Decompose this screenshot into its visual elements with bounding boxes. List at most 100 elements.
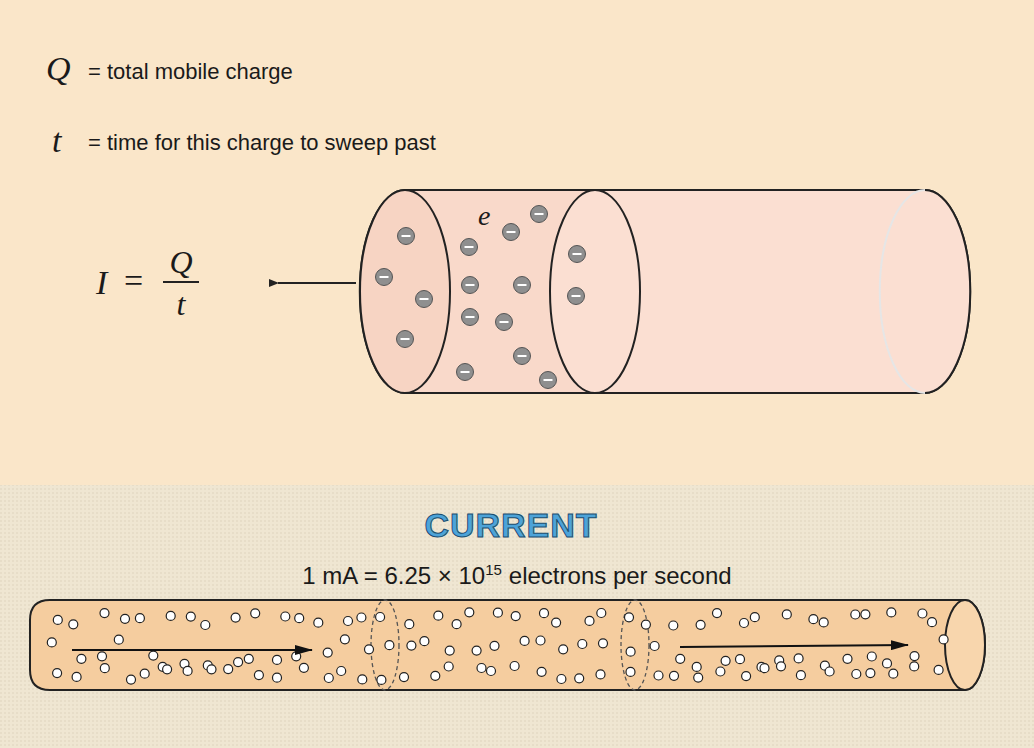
charge-carrier [796,671,805,680]
charge-carrier [273,673,282,682]
charge-carrier [358,675,367,684]
charge-carrier [434,611,443,620]
charge-carrier [465,608,474,617]
charge-carrier [452,620,461,629]
charge-carrier [207,665,216,674]
charge-carrier [852,670,861,679]
charge-carrier [883,659,892,668]
charge-carrier [676,654,685,663]
charge-carrier [641,620,650,629]
charge-carrier [740,619,749,628]
definition: = time for this charge to sweep past [88,132,436,154]
minus-sign [572,295,581,297]
charge-carrier [809,615,818,624]
charge-carrier [224,665,233,674]
charge-carrier [407,641,416,650]
minus-sign [380,276,389,278]
charge-carrier [72,672,81,681]
electron [540,372,557,389]
charge-carrier [696,620,705,629]
charge-carrier [843,654,852,663]
minus-sign [500,321,509,323]
charge-carrier [736,655,745,664]
charge-carrier [597,609,606,618]
charge-carrier [596,670,605,679]
conductor-cylinder [360,190,970,393]
charge-carrier [626,667,635,676]
charge-carrier [559,645,568,654]
charge-carrier [742,672,751,681]
charge-carrier [163,665,172,674]
charge-carrier [536,636,545,645]
charge-carrier [928,618,937,627]
charge-carrier [323,648,332,657]
equivalence-text: 1 mA = 6.25 × 10 [302,562,485,589]
charge-carrier [625,613,634,622]
charge-carrier [254,671,263,680]
charge-carrier [540,609,549,618]
electron-group [376,206,586,389]
electron [461,239,478,256]
charge-carrier [121,614,130,623]
symbol-q: Q [46,52,71,86]
minus-sign [402,235,411,237]
carrier-group [47,608,948,685]
minus-sign [461,371,470,373]
heading: CURRENT [424,508,597,542]
equivalence-line: 1 mA = 6.25 × 1015electrons per second [0,562,1034,589]
charge-carrier [314,618,323,627]
charge-carrier [750,613,759,622]
charge-carrier [654,671,663,680]
charge-carrier [669,621,678,630]
fraction-numerator: Q [169,246,192,278]
charge-carrier [377,675,386,684]
exponent: 15 [485,561,502,578]
background-band [0,485,1034,748]
charge-carrier [552,618,561,627]
charge-carrier [140,669,149,678]
charge-carrier [127,675,136,684]
electron [397,331,414,348]
charge-carrier [910,662,919,671]
minus-sign [420,298,429,300]
charge-carrier [295,614,304,623]
wire-tube [30,600,985,690]
charge-carrier [337,667,346,676]
charge-carrier [344,617,353,626]
equals-sign: = [124,264,143,298]
charge-carrier [670,671,679,680]
charge-carrier [299,663,308,672]
charge-carrier [420,637,429,646]
charge-carrier [340,635,349,644]
charge-carrier [292,652,301,661]
charge-carrier [557,675,566,684]
minus-sign [535,213,544,215]
charge-carrier [889,669,898,678]
fraction-denominator: t [177,288,186,320]
charge-carrier [487,667,496,676]
electron [496,314,513,331]
charge-carrier [244,654,253,663]
charge-carrier [794,654,803,663]
charge-carrier [69,620,78,629]
charge-carrier [365,645,374,654]
electron [398,228,415,245]
charge-carrier [324,674,333,683]
charge-carrier [939,635,948,644]
charge-carrier [281,612,290,621]
charge-carrier [713,609,722,618]
minus-sign [518,284,527,286]
charge-carrier [186,612,195,621]
charge-carrier [444,662,453,671]
charge-carrier [825,667,834,676]
charge-carrier [866,669,875,678]
symbol-i: I [96,266,107,300]
charge-carrier [510,662,519,671]
minus-sign [518,355,527,357]
minus-sign [507,231,516,233]
charge-carrier [490,641,499,650]
electron [457,364,474,381]
charge-carrier [400,673,409,682]
electron [514,348,531,365]
electron [462,309,479,326]
